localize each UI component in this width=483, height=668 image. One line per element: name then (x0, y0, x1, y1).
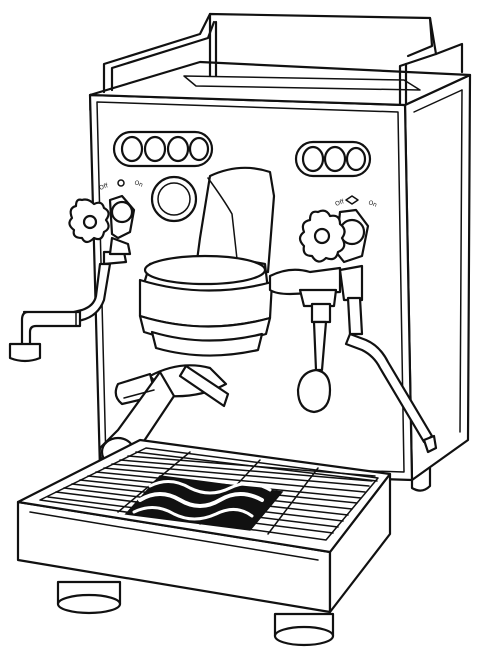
indicator-light-6 (323, 145, 347, 173)
left-indicator-panel (112, 130, 214, 168)
left-knob-off-label: Off (98, 182, 110, 192)
left-steam-wand (8, 236, 132, 363)
group-head (138, 166, 276, 357)
drip-tray (16, 438, 392, 614)
right-water-knob (298, 208, 370, 264)
indicator-light-1 (120, 135, 144, 163)
indicator-light-2 (143, 135, 167, 163)
right-knob-labels: Off On (334, 195, 378, 209)
indicator-light-5 (301, 145, 325, 173)
pressure-gauge (150, 175, 198, 223)
front-right-foot (273, 612, 335, 647)
hot-water-wand (268, 264, 438, 454)
indicator-light-4 (188, 136, 210, 162)
right-indicator-panel (294, 140, 372, 178)
right-knob-on-label: On (367, 199, 378, 209)
left-knob-labels: Off On (98, 179, 144, 192)
left-steam-knob (68, 194, 136, 244)
feet (56, 466, 432, 647)
left-knob-on-label: On (133, 179, 144, 189)
front-left-foot (56, 580, 122, 615)
indicator-light-7 (345, 146, 367, 172)
indicator-light-3 (166, 135, 190, 163)
cup-rail (102, 12, 464, 106)
right-knob-off-label: Off (334, 198, 346, 208)
drip-tray-drain (124, 475, 284, 531)
